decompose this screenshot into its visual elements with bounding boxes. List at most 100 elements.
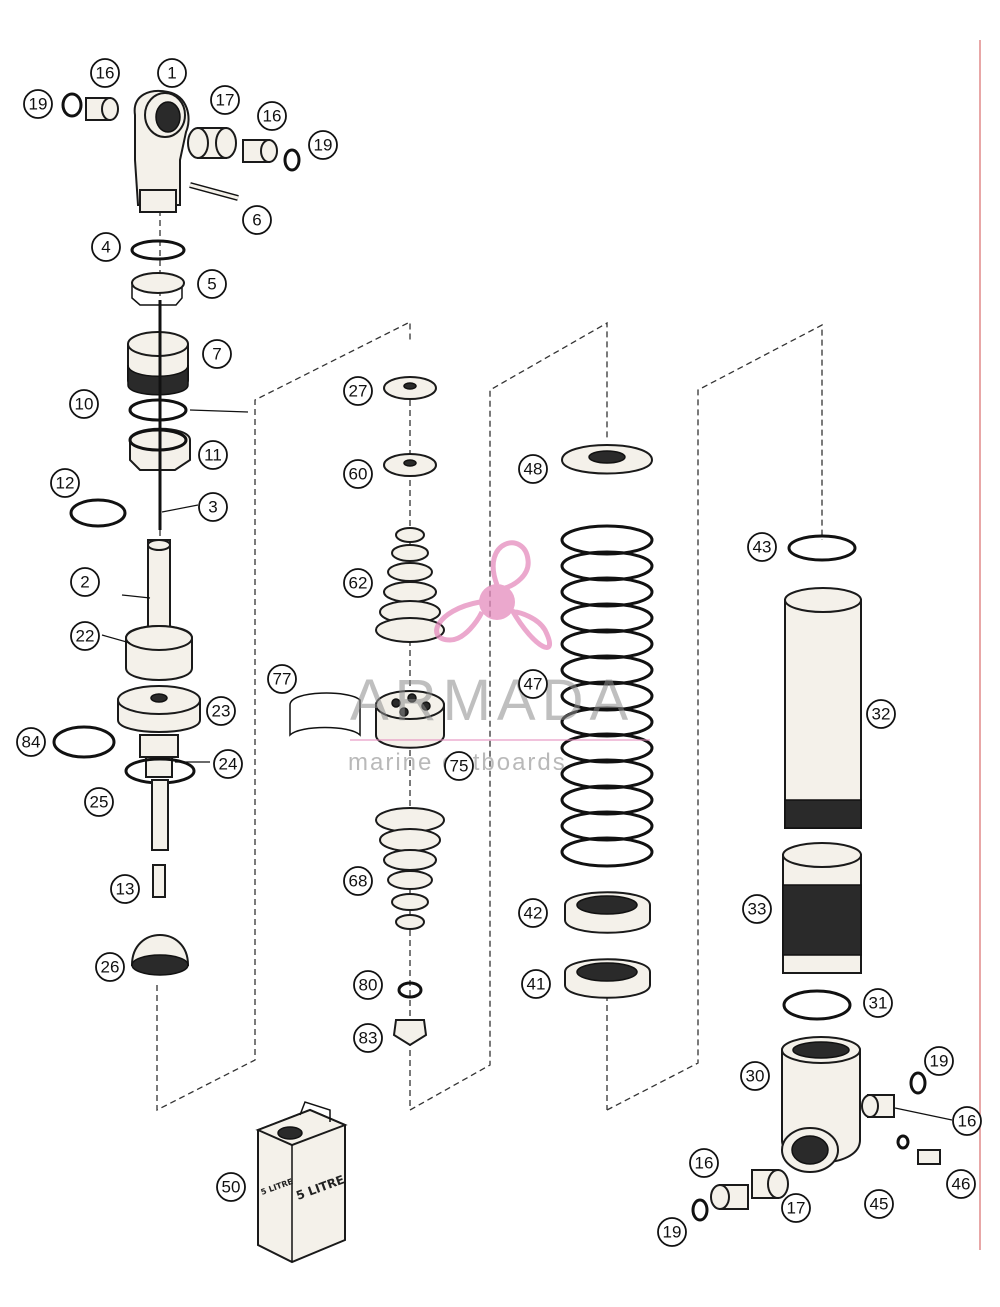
callout-5: 5 [197,269,227,299]
callout-24: 24 [213,749,243,779]
callout-84: 84 [16,727,46,757]
callout-30: 30 [740,1061,770,1091]
svg-text:23: 23 [212,702,231,721]
svg-text:62: 62 [349,574,368,593]
callout-43: 43 [747,532,777,562]
svg-text:31: 31 [869,994,888,1013]
callout-7: 7 [202,339,232,369]
svg-text:75: 75 [450,757,469,776]
callout-16a: 16 [90,58,120,88]
spring-coils [560,524,654,868]
callout-83: 83 [353,1023,383,1053]
svg-text:24: 24 [219,755,238,774]
svg-text:16: 16 [958,1112,977,1131]
svg-text:19: 19 [314,136,333,155]
callout-2: 2 [70,567,100,597]
svg-text:30: 30 [746,1067,765,1086]
callout-46: 46 [946,1169,976,1199]
svg-text:3: 3 [208,498,217,517]
svg-text:19: 19 [663,1223,682,1242]
callout-3: 3 [198,492,228,522]
svg-text:6: 6 [252,211,261,230]
oil-container: 5 LITRE 5 LITRE [255,1101,348,1264]
upper-shaft-components [69,239,191,530]
callout-19d: 19 [657,1217,687,1247]
callout-22: 22 [70,621,100,651]
callout-41: 41 [521,969,551,999]
callout-25: 25 [84,787,114,817]
callout-12: 12 [50,468,80,498]
callout-6: 6 [242,205,272,235]
svg-text:10: 10 [75,395,94,414]
callout-60: 60 [343,459,373,489]
svg-text:33: 33 [748,900,767,919]
svg-text:22: 22 [76,627,95,646]
callout-27: 27 [343,376,373,406]
svg-text:43: 43 [753,538,772,557]
svg-text:17: 17 [216,91,235,110]
callout-75: 75 [444,751,474,781]
svg-text:68: 68 [349,872,368,891]
svg-text:27: 27 [349,382,368,401]
svg-text:60: 60 [349,465,368,484]
svg-text:77: 77 [273,670,292,689]
propeller-logo-icon [434,540,552,650]
callout-19c: 19 [924,1046,954,1076]
svg-text:5: 5 [207,275,216,294]
top-eye-housing [61,90,301,213]
svg-text:80: 80 [359,976,378,995]
callout-13: 13 [110,874,140,904]
callout-80: 80 [353,970,383,1000]
svg-text:16: 16 [695,1154,714,1173]
svg-text:47: 47 [524,675,543,694]
callout-68: 68 [343,866,373,896]
callout-17b: 17 [781,1193,811,1223]
shock-body-assembly [691,534,941,1222]
svg-text:46: 46 [952,1175,971,1194]
callout-77: 77 [267,664,297,694]
callout-31: 31 [863,988,893,1018]
watermark-brand: ARMADA [350,668,634,733]
leader-lines [101,409,953,1121]
assembly-guide-lines [156,210,823,1112]
callout-50: 50 [216,1172,246,1202]
svg-text:13: 13 [116,880,135,899]
svg-text:19: 19 [29,95,48,114]
svg-text:11: 11 [204,446,222,465]
svg-text:26: 26 [101,958,120,977]
svg-text:12: 12 [56,474,75,493]
svg-text:48: 48 [524,460,543,479]
callout-26: 26 [95,952,125,982]
callout-23: 23 [206,696,236,726]
callout-16c: 16 [952,1106,982,1136]
callout-33: 33 [742,894,772,924]
svg-text:7: 7 [212,345,221,364]
callout-47: 47 [518,669,548,699]
callout-4: 4 [91,232,121,262]
svg-text:19: 19 [930,1052,949,1071]
svg-text:4: 4 [101,238,110,257]
callout-45: 45 [864,1189,894,1219]
callout-42: 42 [518,898,548,928]
callout-32: 32 [866,699,896,729]
svg-text:50: 50 [222,1178,241,1197]
callout-17a: 17 [210,85,240,115]
svg-text:84: 84 [22,733,41,752]
svg-text:25: 25 [90,793,109,812]
svg-text:83: 83 [359,1029,378,1048]
svg-text:1: 1 [167,64,176,83]
piston-rod-assembly [52,539,201,976]
callout-1: 1 [157,58,187,88]
coil-spring-assembly [560,444,654,999]
callout-62: 62 [343,568,373,598]
callout-10: 10 [69,389,99,419]
callout-16b: 16 [257,101,287,131]
callout-19a: 19 [23,89,53,119]
svg-text:16: 16 [263,107,282,126]
svg-text:17: 17 [787,1199,806,1218]
callout-11: 11 [198,440,228,470]
svg-text:42: 42 [524,904,543,923]
callout-48: 48 [518,454,548,484]
svg-text:32: 32 [872,705,891,724]
